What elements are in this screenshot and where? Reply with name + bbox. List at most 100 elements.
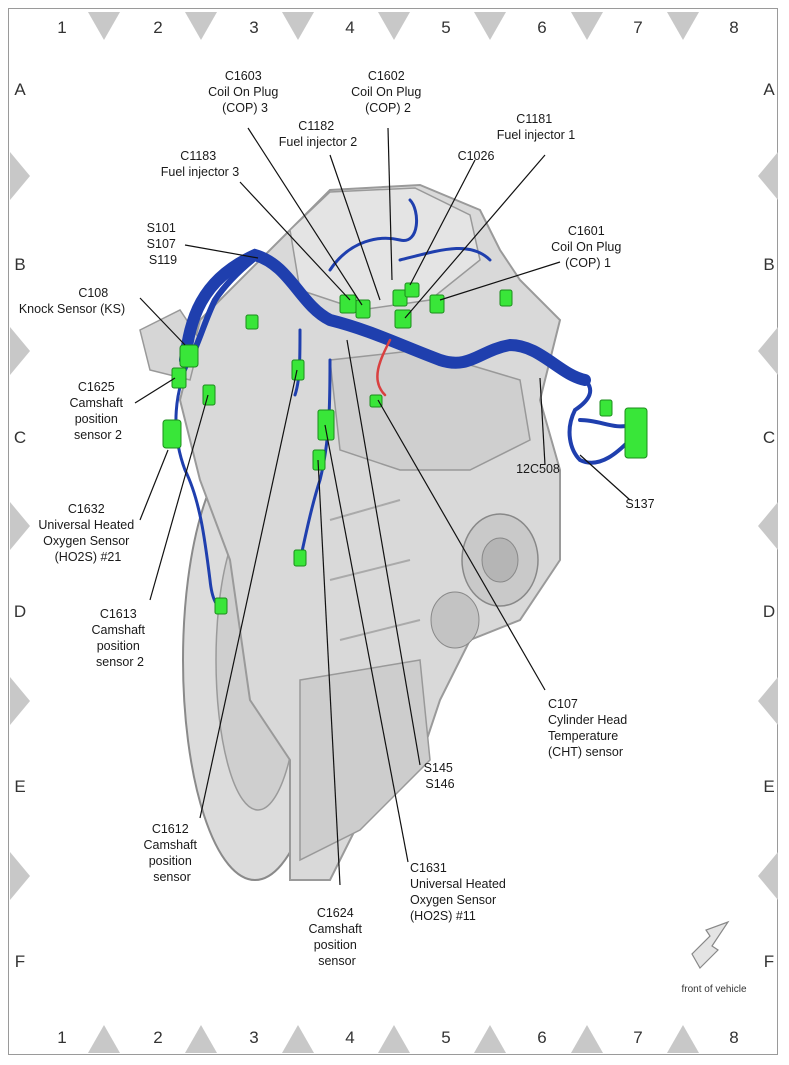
leader-c108 <box>139 297 186 346</box>
label-c1602: C1602 Coil On Plug (COP) 2 <box>351 69 425 115</box>
leader-c1631 <box>324 424 409 863</box>
intake-manifold <box>289 187 481 311</box>
col-label-top: 5 <box>441 18 450 37</box>
grid-marker-bottom <box>474 1025 506 1053</box>
col-label-bottom: 1 <box>57 1028 66 1047</box>
label-c108: C108 Knock Sensor (KS) <box>19 286 125 316</box>
connector-c12c508 <box>624 407 648 459</box>
row-label-right: C <box>763 428 775 447</box>
label-c1183: C1183 Fuel injector 3 <box>161 149 240 179</box>
leader-c1612 <box>199 369 298 819</box>
col-label-top: 3 <box>249 18 258 37</box>
row-label-right: B <box>763 255 774 274</box>
label-c1182: C1182 Fuel injector 2 <box>279 119 358 149</box>
row-label-left: D <box>14 602 26 621</box>
grid-markers <box>10 12 778 1053</box>
grid-marker-left <box>10 852 30 900</box>
col-label-top: 2 <box>153 18 162 37</box>
row-label-left: F <box>15 952 25 971</box>
harness-ho2s-branch <box>298 358 332 562</box>
grid-marker-top <box>282 12 314 40</box>
harness-right-loop <box>567 378 632 465</box>
leader-c1613 <box>149 394 209 601</box>
leader-s137 <box>579 454 631 501</box>
leader-s101 <box>184 244 259 259</box>
grid-marker-left <box>10 152 30 200</box>
rib <box>329 559 411 581</box>
row-label-right: E <box>763 777 774 796</box>
grid-marker-left <box>10 677 30 725</box>
grid-marker-right <box>758 677 778 725</box>
connector-misc <box>499 289 513 307</box>
harness-rear-branch <box>187 255 258 363</box>
grid-marker-top <box>571 12 603 40</box>
label-c107: C107 Cylinder Head Temperature (CHT) sen… <box>548 697 631 759</box>
label-c1603: C1603 Coil On Plug (COP) 3 <box>208 69 282 115</box>
pulley-inner <box>481 537 519 583</box>
label-c1631: C1631 Universal Heated Oxygen Sensor (HO… <box>410 861 509 923</box>
leader-c1602 <box>387 127 393 281</box>
col-label-bottom: 3 <box>249 1028 258 1047</box>
leader-12c508 <box>539 377 546 466</box>
label-c1612: C1612 Camshaft position sensor <box>144 822 201 884</box>
grid-marker-bottom <box>185 1025 217 1053</box>
label-s145: S145 S146 <box>424 761 457 791</box>
row-label-right: A <box>763 80 775 99</box>
connector-c1601 <box>429 294 445 314</box>
label-c1601: C1601 Coil On Plug (COP) 1 <box>551 224 625 270</box>
label-c1625: C1625 Camshaft position sensor 2 <box>70 380 127 442</box>
label-c1026: C1026 <box>458 149 495 163</box>
grid-labels: 1 2 3 4 5 6 7 8 1 2 3 4 5 6 7 8 A B C D … <box>14 18 775 1047</box>
grid-marker-right <box>758 327 778 375</box>
front-of-vehicle-indicator: front of vehicle <box>681 920 747 995</box>
col-label-top: 7 <box>633 18 642 37</box>
label-c1624: C1624 Camshaft position sensor <box>309 906 366 968</box>
leader-lines <box>134 127 631 886</box>
connector-c1624 <box>312 449 326 471</box>
leader-c1624 <box>317 459 341 886</box>
col-label-top: 8 <box>729 18 738 37</box>
rib <box>339 619 421 641</box>
harness-main-trunk <box>179 248 591 386</box>
pulley-2 <box>430 591 480 649</box>
grid-marker-top <box>667 12 699 40</box>
leader-c107 <box>377 399 546 691</box>
label-c1613: C1613 Camshaft position sensor 2 <box>92 607 149 669</box>
leader-s145 <box>346 339 421 766</box>
col-label-bottom: 8 <box>729 1028 738 1047</box>
col-label-bottom: 5 <box>441 1028 450 1047</box>
leader-c1181 <box>404 154 546 319</box>
grid-marker-right <box>758 502 778 550</box>
wire-red <box>376 338 392 397</box>
grid-marker-top <box>185 12 217 40</box>
row-label-left: C <box>14 428 26 447</box>
label-12c508: 12C508 <box>516 462 560 476</box>
label-s137: S137 <box>625 497 654 511</box>
grid-marker-right <box>758 852 778 900</box>
oil-pan <box>299 659 431 862</box>
rib <box>329 499 401 521</box>
row-label-right: D <box>763 602 775 621</box>
wiring-harness <box>174 198 632 608</box>
label-s101: S101 S107 S119 <box>147 221 180 267</box>
leader-c1603 <box>247 127 363 306</box>
grid-marker-bottom <box>667 1025 699 1053</box>
connector-c1631 <box>317 409 335 441</box>
connectors <box>162 282 648 615</box>
connector-misc-3 <box>293 549 307 567</box>
grid-marker-bottom <box>88 1025 120 1053</box>
connector-c1182 <box>392 289 408 307</box>
leader-c1601 <box>439 261 561 301</box>
col-label-top: 4 <box>345 18 354 37</box>
col-label-bottom: 2 <box>153 1028 162 1047</box>
harness-left-loop <box>174 358 224 608</box>
front-arrow-icon <box>691 920 730 969</box>
connector-misc-4 <box>245 314 259 330</box>
leader-c1183 <box>239 181 351 301</box>
connector-c108 <box>179 344 199 368</box>
connector-c1612 <box>291 359 305 381</box>
row-label-right: F <box>764 952 774 971</box>
col-label-top: 1 <box>57 18 66 37</box>
col-label-bottom: 6 <box>537 1028 546 1047</box>
